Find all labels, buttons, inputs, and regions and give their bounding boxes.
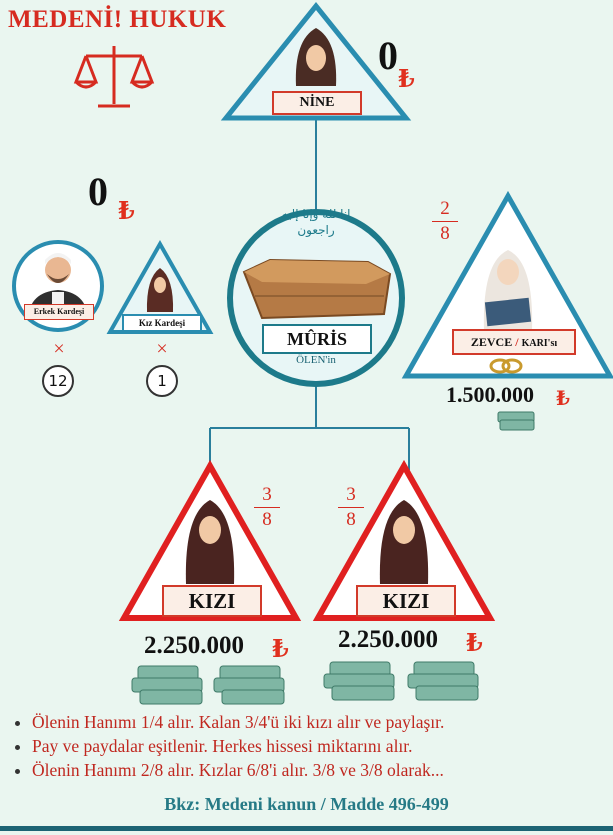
- right-daughter-label: KIZI: [356, 585, 456, 617]
- money-stack-icon: [131, 411, 535, 705]
- wife-currency-icon: ₺: [556, 388, 570, 410]
- bottom-divider: [0, 826, 613, 831]
- left-daughter-amount: 2.250.000: [144, 632, 244, 659]
- wife-fraction: 2 8: [430, 198, 460, 245]
- right-daughter-fraction-numerator: 3: [346, 484, 356, 505]
- law-reference: Bkz: Medeni kanun / Madde 496-499: [164, 794, 449, 814]
- siblings-amount: 0: [88, 169, 108, 214]
- nine-amount: 0: [378, 33, 398, 78]
- right-daughter-amount: 2.250.000: [338, 626, 438, 653]
- nine-label: NİNE: [272, 91, 362, 115]
- left-daughter-fraction-denominator: 8: [262, 509, 272, 530]
- scales-of-justice-icon: [73, 46, 155, 108]
- notes-list: Ölenin Hanımı 1/4 alır. Kalan 3/4'ü iki …: [18, 710, 608, 782]
- left-daughter-label: KIZI: [162, 585, 262, 617]
- brother-multiplier: ×: [53, 338, 65, 360]
- fraction-bar: [254, 507, 280, 508]
- sister-multiplier: ×: [156, 338, 168, 360]
- wedding-rings-icon: [489, 358, 523, 374]
- note-item: Ölenin Hanımı 2/8 alır. Kızlar 6/8'i alı…: [32, 758, 608, 782]
- wife-fraction-denominator: 8: [440, 223, 450, 244]
- muris-label: MÛRİS: [262, 324, 372, 354]
- nine-currency-icon: ₺: [398, 67, 415, 93]
- sister-count: 1: [146, 365, 178, 397]
- nine-figure-icon: [295, 28, 337, 86]
- wife-label-separator: /: [512, 335, 522, 349]
- left-daughter-figure-icon: [185, 500, 235, 584]
- right-daughter-fraction: 3 8: [336, 484, 366, 531]
- note-item: Pay ve paydalar eşitlenir. Herkes hisses…: [32, 734, 608, 758]
- wife-label: ZEVCE / KARI'sı: [452, 329, 576, 355]
- wife-amount: 1.500.000: [446, 382, 534, 407]
- wife-label-main: ZEVCE: [470, 335, 513, 349]
- muris-sublabel: ÖLEN'in: [296, 354, 336, 366]
- wife-fraction-numerator: 2: [440, 198, 450, 219]
- right-daughter-currency-icon: ₺: [466, 631, 483, 657]
- brother-count: 12: [42, 365, 74, 397]
- sister-figure-icon: [146, 268, 174, 312]
- left-daughter-fraction-numerator: 3: [262, 484, 272, 505]
- wife-figure-icon: [483, 250, 533, 330]
- coffin-icon: [242, 258, 392, 320]
- left-daughter-currency-icon: ₺: [272, 637, 289, 663]
- muris-calligraphy: إنا لله وإنا إليه راجعون: [281, 207, 351, 237]
- wife-label-sub: KARI'sı: [521, 338, 558, 349]
- fraction-bar: [338, 507, 364, 508]
- right-daughter-fraction-denominator: 8: [346, 509, 356, 530]
- siblings-currency-icon: ₺: [118, 199, 135, 225]
- sister-label: Kız Kardeşi: [122, 314, 202, 332]
- fraction-bar: [432, 221, 458, 222]
- note-item: Ölenin Hanımı 1/4 alır. Kalan 3/4'ü iki …: [32, 710, 608, 734]
- page-title: MEDENİ! HUKUK: [8, 6, 227, 33]
- right-daughter-figure-icon: [379, 500, 429, 584]
- left-daughter-fraction: 3 8: [252, 484, 282, 531]
- brother-label: Erkek Kardeşi: [24, 304, 94, 320]
